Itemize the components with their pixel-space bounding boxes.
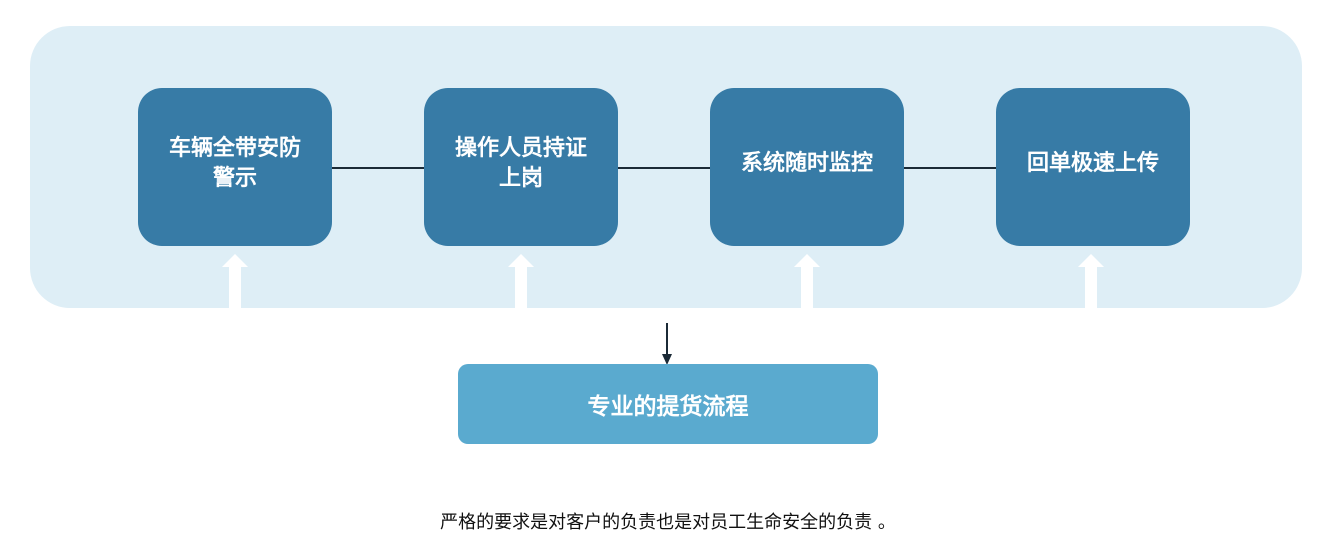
step-box-4: 回单极速上传	[996, 88, 1190, 246]
up-arrow-icon-4	[1078, 254, 1104, 308]
process-box: 专业的提货流程	[458, 364, 878, 444]
up-arrow-icon-3	[794, 254, 820, 308]
step-box-1: 车辆全带安防警示	[138, 88, 332, 246]
up-arrow-icon-2	[508, 254, 534, 308]
step-label-4: 回单极速上传	[1026, 151, 1159, 176]
caption-text: 严格的要求是对客户的负责也是对员工生命安全的负责 。	[440, 512, 896, 533]
connector-line-3	[904, 167, 996, 169]
step-label-1: 车辆全带安防警示	[168, 136, 301, 191]
step-box-3: 系统随时监控	[710, 88, 904, 246]
connector-line-2	[618, 167, 710, 169]
step-label-2: 操作人员持证上岗	[454, 136, 587, 191]
connector-line-1	[332, 167, 424, 169]
step-box-2: 操作人员持证上岗	[424, 88, 618, 246]
down-arrow-icon	[662, 323, 672, 365]
step-label-3: 系统随时监控	[740, 151, 873, 176]
up-arrow-icon-1	[222, 254, 248, 308]
process-label: 专业的提货流程	[587, 394, 749, 420]
